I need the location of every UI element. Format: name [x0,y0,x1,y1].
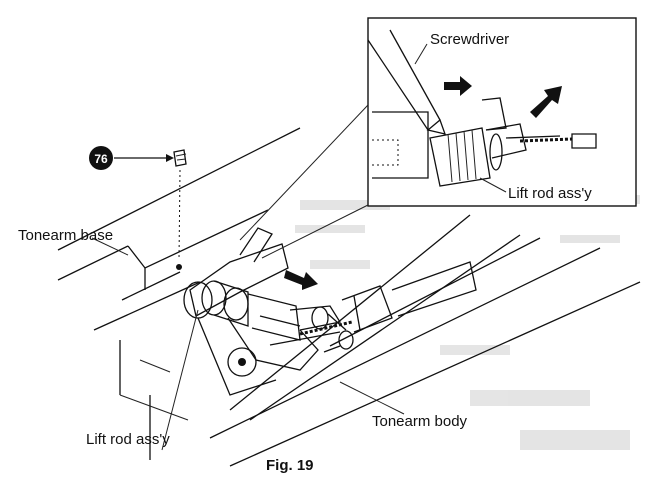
label-lift-rod-main: Lift rod ass'y [86,431,170,448]
push-arrow [444,76,472,96]
tonearm-base-outline [57,127,301,460]
label-lift-rod-inset: Lift rod ass'y [508,185,592,202]
faint-background-marks [295,195,640,450]
inset-detail [239,17,637,259]
part-76-callout: 76 [89,146,187,270]
pull-up-arrow [530,86,562,118]
label-screwdriver: Screwdriver [430,31,509,48]
label-tonearm-base: Tonearm base [18,227,113,244]
figure-caption: Fig. 19 [266,457,314,474]
leader-lines [91,237,405,451]
slide-direction-arrow [284,270,318,290]
label-tonearm-body: Tonearm body [372,413,468,430]
lift-rod-mechanism [183,227,477,396]
part-number-76: 76 [94,152,108,166]
